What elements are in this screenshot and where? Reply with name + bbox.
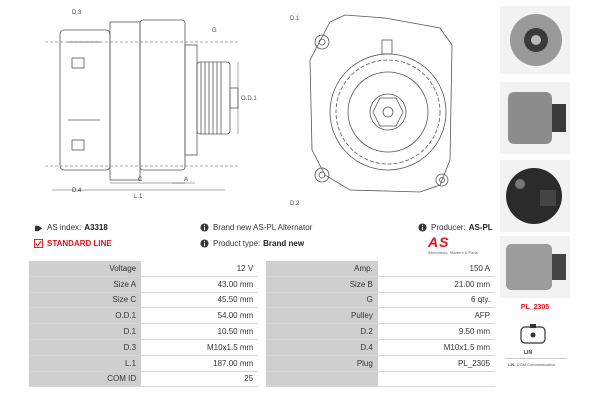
spec-key: D.3: [29, 339, 142, 356]
spec-key: Pulley: [265, 307, 378, 325]
spec-value: 10.50 mm: [141, 323, 259, 340]
spec-gap: [258, 307, 266, 324]
brand-new-text: Brand new AS-PL Alternator: [213, 223, 313, 232]
spec-value: M10x1.5 mm: [141, 339, 259, 356]
spec-key: D.1: [29, 323, 142, 340]
side-view: [45, 19, 240, 191]
spec-value: AFP: [377, 307, 495, 325]
spec-key: Plug: [265, 355, 378, 372]
front-view: [309, 14, 453, 193]
standard-line: STANDARD LINE: [34, 239, 112, 248]
spec-value: [377, 371, 495, 388]
spec-value: 45.50 mm: [141, 292, 259, 309]
label-l1: L.1: [134, 194, 143, 200]
tag-icon: [34, 225, 43, 232]
info-icon: [200, 239, 209, 248]
plug-connector-icon: [520, 324, 546, 344]
spec-key: D.4: [265, 339, 378, 356]
product-photo-angle: [500, 236, 570, 298]
spec-key: Voltage: [29, 261, 142, 277]
label-a: A: [184, 177, 188, 183]
spec-value: 12 V: [141, 261, 259, 277]
info-icon: [200, 223, 209, 232]
spec-value: 9.50 mm: [377, 323, 495, 340]
product-photo-side: [500, 82, 570, 154]
spec-value: 150 A: [377, 261, 495, 277]
technical-drawing: D.3 G O.D.1 D.4 C A L.1 D.1 D.2: [45, 10, 453, 207]
logo-tagline: Alternators, Starters & Parts: [428, 250, 478, 255]
plug-legend: LIN: COM Communication: [508, 362, 555, 367]
product-type-label: Product type:: [213, 239, 261, 248]
spec-value: 43.00 mm: [141, 276, 259, 293]
spec-key: O.D.1: [29, 307, 142, 325]
producer-label: Producer:: [431, 223, 466, 232]
spec-value: 6 qty.: [377, 292, 495, 309]
spec-key: Size C: [29, 292, 142, 309]
plug-legend-text: COM Communication: [516, 362, 555, 367]
as-index: AS index:A3318: [34, 223, 108, 232]
standard-line-text: STANDARD LINE: [47, 239, 112, 248]
product-type: Product type:Brand new: [200, 239, 304, 248]
logo-text: AS: [428, 234, 450, 250]
spec-key: Size B: [265, 276, 378, 293]
spec-gap: [258, 292, 266, 308]
spec-key: Amp.: [265, 261, 378, 277]
spec-key: COM ID: [29, 371, 142, 388]
spec-key: Size A: [29, 276, 142, 293]
spec-gap: [258, 323, 266, 340]
plug-divider: [505, 358, 567, 359]
spec-key: [265, 371, 378, 388]
product-photo-rear: [500, 160, 570, 232]
label-d1: D.1: [290, 16, 300, 22]
product-photo-front: [500, 6, 570, 74]
plug-code: PL_2305: [520, 304, 550, 311]
checkbox-icon: [34, 239, 43, 248]
plug-pin-diagram: [520, 324, 546, 353]
plug-pin-label: LIN: [524, 350, 533, 356]
spec-value: M10x1.5 mm: [377, 339, 495, 356]
as-pl-logo: AS Alternators, Starters & Parts: [428, 235, 498, 259]
info-icon: [418, 223, 427, 232]
as-index-value: A3318: [84, 223, 108, 232]
as-index-label: AS index:: [47, 223, 82, 232]
label-od1: O.D.1: [241, 96, 257, 102]
product-type-value: Brand new: [263, 239, 305, 248]
label-d2: D.2: [290, 201, 300, 207]
brand-new-info: Brand new AS-PL Alternator: [200, 223, 312, 232]
spec-key: L.1: [29, 355, 142, 372]
label-d4: D.4: [72, 188, 82, 194]
spec-key: D.2: [265, 323, 378, 340]
spec-gap: [258, 355, 266, 372]
spec-gap: [258, 339, 266, 356]
spec-key: G: [265, 292, 378, 309]
label-g: G: [212, 28, 217, 34]
spec-value: 25: [141, 371, 259, 388]
spec-gap: [258, 371, 266, 387]
producer-value: AS-PL: [468, 223, 493, 232]
spec-value: PL_2305: [377, 355, 495, 372]
spec-value: 54.00 mm: [141, 307, 259, 325]
spec-value: 187.00 mm: [141, 355, 259, 372]
label-c: C: [138, 177, 143, 183]
spec-gap: [258, 261, 266, 277]
producer: Producer:AS-PL: [418, 223, 493, 232]
spec-value: 21.00 mm: [377, 276, 495, 293]
spec-gap: [258, 276, 266, 293]
label-d3: D.3: [72, 10, 82, 16]
plug-legend-key: LIN: [508, 362, 515, 367]
